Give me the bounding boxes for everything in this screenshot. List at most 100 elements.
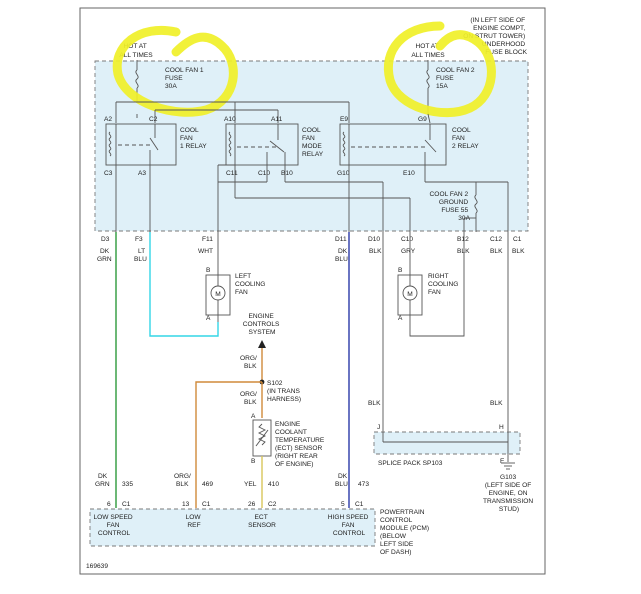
pcm-conn-c1-c: C1 (355, 501, 364, 508)
cool-fan-2-fuse-symbol (426, 69, 430, 89)
ect-pin-a: A (251, 413, 256, 420)
mode-relay-pin-a10: A10 (224, 116, 236, 123)
pcm-low-speed-fan-control: LOW SPEED FAN CONTROL (93, 514, 134, 537)
splice-pack-sp103 (373, 431, 521, 455)
ect-sensor-label: ENGINE COOLANT TEMPERATURE (ECT) SENSOR … (275, 421, 326, 468)
hot-at-all-times-1: HOT AT ALL TIMES (119, 43, 153, 59)
wire-color-c1: BLK (512, 248, 525, 255)
svg-text:M: M (215, 291, 221, 298)
cool-fan-2-relay (339, 123, 447, 166)
left-cooling-fan: M (205, 270, 231, 322)
wire-blk-right-fan (409, 232, 465, 337)
pcm-low-ref: LOW REF (186, 514, 203, 529)
pcm-wire-color-yel: YEL (244, 481, 257, 488)
cool-fan-2-ground-fuse-label: COOL FAN 2 GROUND FUSE 55 30A (430, 191, 471, 222)
left-fan-pin-a: A (206, 315, 211, 322)
wire-color-c12: BLK (490, 248, 503, 255)
left-fan-pin-b: B (206, 267, 211, 274)
cool-fan-1-fuse-label: COOL FAN 1 FUSE 30A (165, 67, 205, 90)
splice-pin-j: J (377, 424, 380, 431)
underhood-fuse-block (94, 60, 529, 232)
wire-color-f11: WHT (198, 248, 213, 255)
relay-2-pin-g10: G10 (337, 170, 350, 177)
pcm-pin-5: 5 (341, 501, 345, 508)
highlight-mark-fuse-1 (112, 25, 238, 117)
blk-label-right: BLK (490, 400, 503, 407)
wire-label-org-blk-upper: ORG/BLK (240, 355, 257, 370)
connector-pin-d11: D11 (335, 236, 347, 243)
ground-g103-symbol (501, 462, 515, 470)
wire-org-blk-469 (195, 381, 262, 508)
wire-label-org-blk-lower: ORG/BLK (240, 391, 257, 406)
mode-relay-pin-a11: A11 (271, 116, 283, 123)
left-cooling-fan-label: LEFT COOLING FAN (235, 273, 267, 296)
right-cooling-fan: M (397, 270, 423, 322)
pcm-pin-13: 13 (182, 501, 190, 508)
relay-1-pin-a3: A3 (138, 170, 146, 177)
wire-color-d10: BLK (369, 248, 382, 255)
arrow-to-ecs (258, 340, 266, 348)
pcm-high-speed-fan-control: HIGH SPEED FAN CONTROL (328, 514, 371, 537)
cool-fan-mode-relay (225, 123, 299, 166)
pcm-ect-sensor: ECT SENSOR (248, 514, 276, 529)
svg-text:M: M (407, 291, 413, 298)
pcm-conn-c1-b: C1 (202, 501, 211, 508)
relay-2-pin-g9: G9 (418, 116, 427, 123)
pcm-pin-6: 6 (107, 501, 111, 508)
pcm-name-label: POWERTRAIN CONTROL MODULE (PCM) (BELOW L… (380, 509, 431, 556)
cool-fan-2-fuse-label: COOL FAN 2 FUSE 15A (436, 67, 476, 90)
cool-fan-2-relay-label: COOL FAN 2 RELAY (452, 127, 479, 150)
connector-pin-c12: C12 (490, 236, 502, 243)
cool-fan-mode-relay-label: COOL FAN MODE RELAY (302, 127, 324, 158)
connector-pin-f11: F11 (202, 236, 213, 243)
pcm-wire-color-org-blk: ORG/BLK (174, 473, 191, 488)
splice-pin-e: E (500, 458, 505, 465)
engine-controls-system-label: ENGINE CONTROLS SYSTEM (243, 313, 281, 336)
right-cooling-fan-label: RIGHT COOLING FAN (428, 273, 460, 296)
ect-pin-b: B (251, 458, 256, 465)
connector-pin-c10: C10 (401, 236, 413, 243)
pcm-module (89, 508, 376, 547)
connector-pin-f3: F3 (135, 236, 143, 243)
relay-1-pin-c3: C3 (104, 170, 113, 177)
ground-fuse-symbol (474, 194, 478, 214)
mode-relay-pin-c11: C11 (226, 170, 238, 177)
pcm-conn-c1-a: C1 (122, 501, 131, 508)
fuse-block-location-note: (IN LEFT SIDE OF ENGINE COMPT, ON STRUT … (463, 17, 527, 56)
pcm-circuit-335: 335 (122, 481, 133, 488)
right-fan-pin-a: A (398, 315, 403, 322)
splice-pin-h: H (499, 424, 504, 431)
relay-2-pin-e9: E9 (340, 116, 348, 123)
relay-1-pin-c2: C2 (149, 116, 158, 123)
hot-at-all-times-2: HOT AT ALL TIMES (411, 43, 445, 59)
g103-label: G103 (LEFT SIDE OF ENGINE, ON TRANSMISSI… (483, 474, 535, 513)
wire-color-b12: BLK (457, 248, 470, 255)
mode-relay-pin-c10: C10 (258, 170, 270, 177)
relay-2-pin-e10: E10 (403, 170, 415, 177)
splice-pack-label: SPLICE PACK SP103 (378, 460, 443, 467)
cool-fan-1-fuse-symbol (135, 69, 139, 89)
wire-lt-blu (149, 232, 219, 337)
highlight-mark-fuse-2 (383, 21, 496, 118)
connector-pin-d10: D10 (368, 236, 380, 243)
right-fan-pin-b: B (398, 267, 403, 274)
connector-pin-d3: D3 (101, 236, 110, 243)
wire-color-c10: GRY (401, 248, 416, 255)
pcm-pin-26: 26 (248, 501, 256, 508)
splice-s102-label: S102 (IN TRANS HARNESS) (267, 380, 302, 403)
pcm-conn-c2: C2 (268, 501, 277, 508)
cool-fan-1-relay (105, 123, 177, 166)
relay-1-pin-a2: A2 (104, 116, 112, 123)
pcm-circuit-469: 469 (202, 481, 213, 488)
mode-relay-pin-b10: B10 (281, 170, 293, 177)
figure-id: 169639 (86, 563, 108, 570)
blk-label-left: BLK (368, 400, 381, 407)
pcm-circuit-473: 473 (358, 481, 369, 488)
connector-pin-b12: B12 (457, 236, 469, 243)
